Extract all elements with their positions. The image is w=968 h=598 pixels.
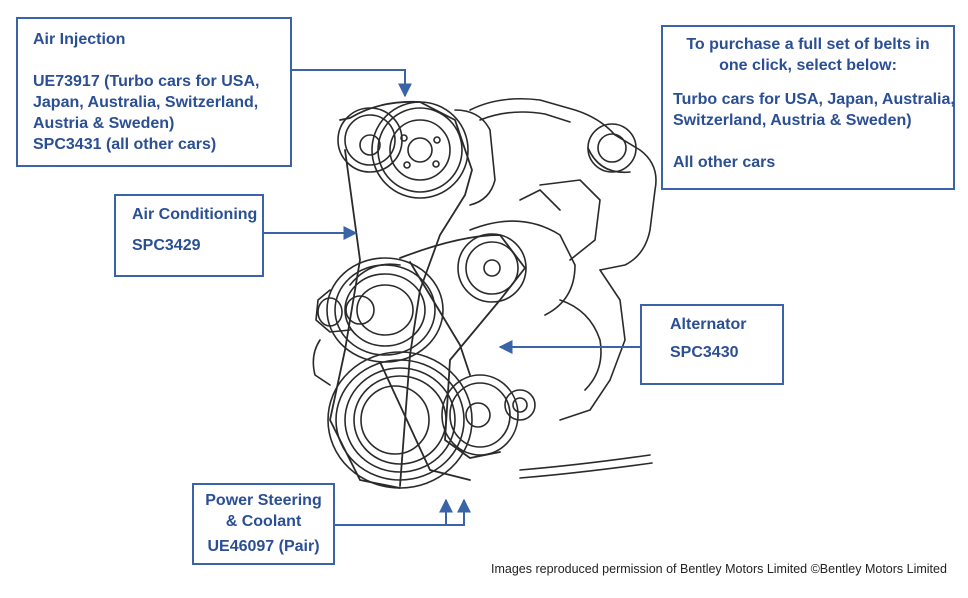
power-steering-label-box: Power Steering & Coolant UE46097 (Pair) bbox=[192, 483, 335, 565]
alternator-label-box: Alternator SPC3430 bbox=[640, 304, 784, 385]
purchase-turbo-link[interactable]: Turbo cars for USA, Japan, Australia, Sw… bbox=[673, 89, 955, 131]
power-steering-title: Power Steering bbox=[205, 492, 322, 509]
image-credit: Images reproduced permission of Bentley … bbox=[491, 562, 947, 576]
air-injection-part-turbo-cont-2: Austria & Sweden) bbox=[33, 115, 175, 132]
alternator-part: SPC3430 bbox=[670, 344, 739, 361]
purchase-heading-line-2: one click, select below: bbox=[719, 57, 897, 74]
air-injection-part-turbo-cont-1: Japan, Australia, Switzerland, bbox=[33, 94, 259, 111]
power-steering-title-cont: & Coolant bbox=[225, 513, 302, 530]
power-steering-part: UE46097 (Pair) bbox=[207, 538, 320, 555]
air-injection-title: Air Injection bbox=[33, 31, 126, 48]
air-conditioning-label-box: Air Conditioning SPC3429 bbox=[114, 194, 264, 277]
purchase-other-link[interactable]: All other cars bbox=[673, 154, 776, 171]
purchase-turbo-line-1: Turbo cars for USA, Japan, Australia, bbox=[673, 91, 955, 108]
air-conditioning-part: SPC3429 bbox=[132, 237, 201, 254]
purchase-box: To purchase a full set of belts in one c… bbox=[661, 25, 955, 190]
air-injection-part-other: SPC3431 (all other cars) bbox=[33, 136, 217, 153]
air-injection-label-box: Air Injection UE73917 (Turbo cars for US… bbox=[16, 17, 292, 167]
purchase-turbo-line-2: Switzerland, Austria & Sweden) bbox=[673, 112, 912, 129]
air-injection-part-turbo: UE73917 (Turbo cars for USA, bbox=[33, 73, 260, 90]
purchase-heading-line-1: To purchase a full set of belts in bbox=[686, 36, 930, 53]
alternator-title: Alternator bbox=[670, 316, 747, 333]
air-conditioning-title: Air Conditioning bbox=[132, 206, 258, 223]
